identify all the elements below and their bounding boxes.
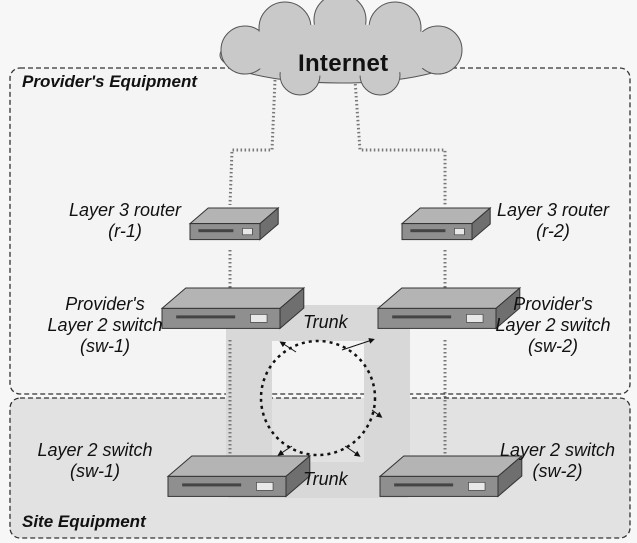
provider-switch-sw2-line2: Layer 2 switch — [495, 315, 611, 335]
site-switch-sw1-line1: Layer 2 switch — [37, 440, 153, 460]
router-r1-label: Layer 3 router (r-1) — [50, 200, 200, 242]
router-r2-icon — [400, 206, 492, 241]
router-r1-name: Layer 3 router — [68, 200, 182, 220]
site-switch-sw1-icon — [166, 454, 312, 498]
provider-switch-sw1-line1: Provider's — [65, 294, 145, 314]
provider-switch-sw2-id: (sw-2) — [528, 336, 578, 356]
router-r2-name: Layer 3 router — [496, 200, 610, 220]
site-switch-sw1-label: Layer 2 switch (sw-1) — [30, 440, 160, 482]
trunk-arrow-rt — [371, 409, 383, 418]
trunk-arrow-bl — [277, 445, 293, 456]
internet-label: Internet — [298, 50, 389, 77]
provider-switch-sw1-id: (sw-1) — [80, 336, 130, 356]
site-switch-sw2-line1: Layer 2 switch — [499, 440, 616, 460]
site-switch-sw2-label: Layer 2 switch (sw-2) — [490, 440, 625, 482]
provider-switch-sw2-icon — [376, 286, 522, 330]
provider-switch-sw1-label: Provider's Layer 2 switch (sw-1) — [30, 294, 180, 357]
router-r1-icon — [188, 206, 280, 241]
provider-switch-sw1-icon — [160, 286, 306, 330]
trunk-bottom-label: Trunk — [303, 469, 348, 489]
router-r2-id: (r-2) — [536, 221, 570, 241]
trunk-arrow-br — [344, 445, 361, 457]
trunk-loop — [259, 338, 383, 457]
site-switch-sw1-id: (sw-1) — [70, 461, 120, 481]
provider-switch-sw1-line2: Layer 2 switch — [47, 315, 163, 335]
trunk-arrow-tr — [341, 338, 375, 351]
site-switch-sw2-id: (sw-2) — [532, 461, 583, 481]
provider-switch-sw2-line1: Provider's — [513, 294, 593, 314]
router-r2-label: Layer 3 router (r-2) — [478, 200, 628, 242]
provider-switch-sw2-label: Provider's Layer 2 switch (sw-2) — [478, 294, 628, 357]
site-switch-sw2-icon — [378, 454, 524, 498]
trunk-top-label: Trunk — [303, 312, 348, 332]
internet-cloud — [219, 0, 463, 96]
devices — [160, 206, 524, 498]
site-equipment-title: Site Equipment — [22, 512, 146, 531]
trunk-arrow-tl — [279, 341, 297, 353]
router-r1-id: (r-1) — [108, 221, 142, 241]
provider-equipment-title: Provider's Equipment — [22, 72, 198, 91]
